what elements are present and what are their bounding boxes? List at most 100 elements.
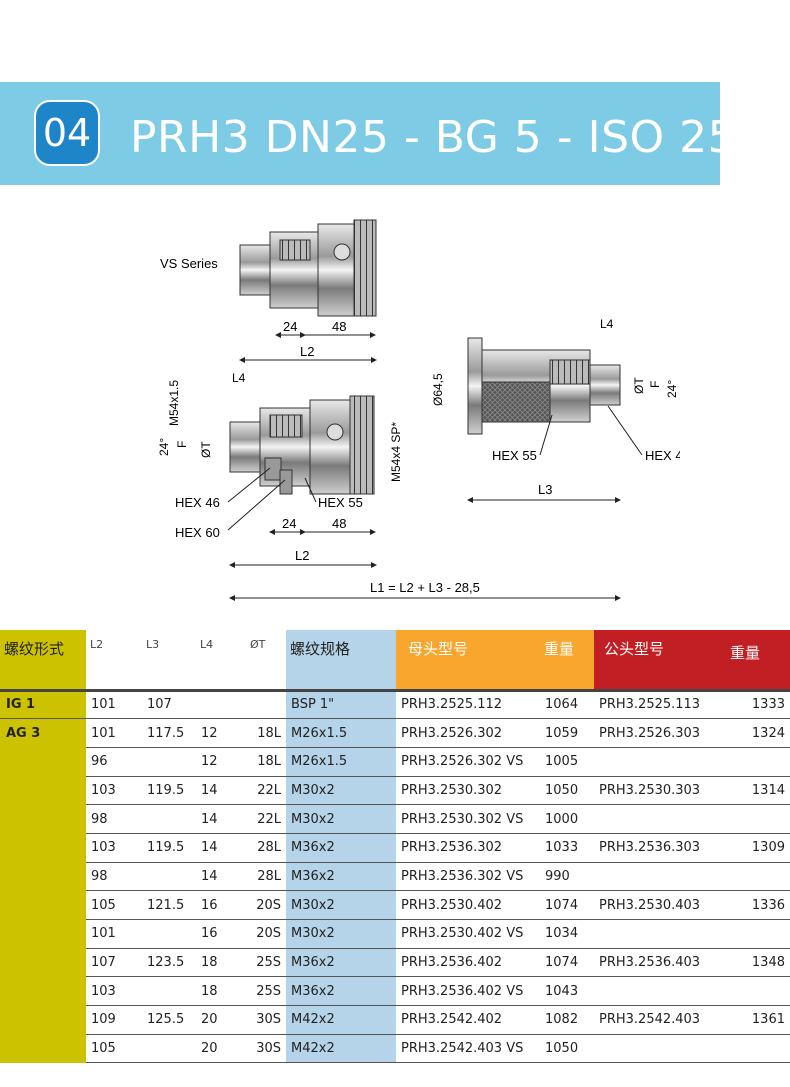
cell-thread-type: [0, 976, 86, 1006]
cell-l3: 119.5: [142, 833, 196, 863]
cell-l4: 18: [196, 976, 246, 1007]
cell-l3: [142, 747, 196, 777]
cell-l3: 107: [142, 688, 196, 720]
cell-t: 25S: [246, 948, 286, 978]
cell-male-model: PRH3.2526.303: [594, 718, 726, 748]
cell-male-model: [594, 1034, 726, 1064]
cell-t: 20S: [246, 890, 286, 920]
cell-t: 28L: [246, 833, 286, 863]
vs-series-label: VS Series: [160, 256, 218, 271]
cell-female-model: PRH3.2536.302: [396, 833, 540, 863]
cell-t: 25S: [246, 976, 286, 1007]
cell-thread-spec: M42x2: [286, 1034, 396, 1064]
cell-thread-spec: M26x1.5: [286, 718, 396, 748]
cell-thread-spec: M30x2: [286, 776, 396, 806]
cell-male-model: PRH3.2530.303: [594, 776, 726, 806]
hex41-label: HEX 41: [645, 448, 680, 463]
cell-t: 18L: [246, 718, 286, 748]
cell-weight-female: 1005: [540, 747, 594, 777]
cell-weight-male: 1336: [726, 890, 790, 920]
cell-l2: 107: [86, 948, 142, 978]
cell-l3: [142, 919, 196, 949]
header-l3: L3: [146, 638, 160, 651]
cell-thread-type: [0, 919, 86, 949]
cell-t: [246, 688, 286, 720]
cell-thread-type: [0, 890, 86, 920]
cell-female-model: PRH3.2536.402 VS: [396, 976, 540, 1007]
cell-thread-type: [0, 862, 86, 891]
cell-weight-male: [726, 976, 790, 1007]
cell-weight-male: 1314: [726, 776, 790, 806]
dim-l3: L3: [538, 482, 552, 497]
header-weight-female: 重量: [540, 630, 594, 690]
cell-male-model: [594, 747, 726, 777]
cell-weight-male: 1309: [726, 833, 790, 863]
cell-weight-female: 1064: [540, 688, 594, 720]
cell-l4: 20: [196, 1034, 246, 1064]
dim-f-left: F: [175, 441, 189, 448]
cell-female-model: PRH3.2526.302 VS: [396, 747, 540, 777]
header-thread-spec: 螺纹规格: [286, 630, 396, 690]
cell-weight-male: [726, 1034, 790, 1064]
table-header-row: 螺纹形式 L2 L3 L4 ØT 螺纹规格 母头型号 重量 公头型号 重量: [0, 630, 790, 690]
hex55-right-label: HEX 55: [492, 448, 537, 463]
cell-l3: 121.5: [142, 890, 196, 920]
header-l2: L2: [90, 638, 104, 651]
cell-l4: [196, 688, 246, 720]
header-weight-male: 重量: [726, 630, 790, 690]
dim-l4-left: L4: [232, 371, 246, 385]
dim-24deg-right: 24°: [665, 380, 679, 398]
cell-l4: 12: [196, 747, 246, 777]
cell-female-model: PRH3.2526.302: [396, 718, 540, 748]
cell-female-model: PRH3.2530.402: [396, 890, 540, 920]
cell-l3: 125.5: [142, 1005, 196, 1035]
length-formula: L1 = L2 + L3 - 28,5: [370, 580, 480, 595]
cell-weight-female: 1050: [540, 776, 594, 806]
dim-t-left: ØT: [199, 441, 213, 458]
cell-weight-female: 1034: [540, 919, 594, 949]
cell-thread-type: [0, 804, 86, 834]
cell-weight-female: 1074: [540, 890, 594, 920]
cell-l2: 101: [86, 919, 142, 949]
cell-female-model: PRH3.2536.302 VS: [396, 862, 540, 892]
cell-thread-spec: M30x2: [286, 890, 396, 920]
cell-l2: 105: [86, 1034, 142, 1064]
cell-male-model: PRH3.2536.403: [594, 948, 726, 978]
cell-thread-spec: M30x2: [286, 919, 396, 949]
cell-l4: 14: [196, 833, 246, 863]
cell-male-model: [594, 976, 726, 1007]
cell-thread-spec: M36x2: [286, 976, 396, 1007]
hex60-label: HEX 60: [175, 525, 220, 540]
cell-t: 30S: [246, 1034, 286, 1064]
section-number-badge: 04: [34, 100, 100, 166]
cell-weight-male: [726, 919, 790, 949]
cell-female-model: PRH3.2542.402: [396, 1005, 540, 1035]
cell-male-model: PRH3.2525.113: [594, 688, 726, 720]
cell-t: 22L: [246, 804, 286, 834]
cell-l2: 103: [86, 776, 142, 806]
cell-thread-type: [0, 776, 86, 805]
cell-thread-type: [0, 833, 86, 863]
cell-thread-spec: M26x1.5: [286, 747, 396, 777]
dim-l2-top: L2: [300, 344, 314, 359]
cell-l4: 16: [196, 890, 246, 920]
dim-t-right: ØT: [632, 377, 646, 394]
cell-weight-male: [726, 804, 790, 834]
cell-thread-type: [0, 948, 86, 977]
cell-male-model: [594, 862, 726, 892]
cell-l2: 109: [86, 1005, 142, 1035]
cell-thread-type: [0, 1005, 86, 1035]
cell-weight-male: 1324: [726, 718, 790, 748]
header-male-model: 公头型号: [594, 630, 726, 690]
cell-weight-male: [726, 862, 790, 892]
header-female-model: 母头型号: [396, 630, 540, 690]
cell-thread-spec: M30x2: [286, 804, 396, 834]
cell-l2: 101: [86, 688, 142, 720]
